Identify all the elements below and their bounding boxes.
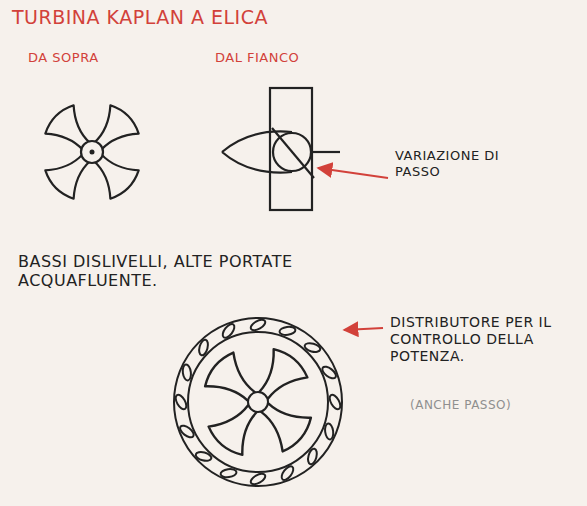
guide-vane: [174, 393, 189, 411]
guide-vane: [220, 322, 236, 340]
guide-vane: [324, 423, 334, 440]
title: TURBINA KAPLAN A ELICA: [12, 6, 472, 29]
guide-vane: [307, 448, 319, 466]
distributor-view: [174, 318, 343, 487]
guide-vane: [249, 318, 267, 333]
side-view-propeller: [222, 88, 340, 210]
guide-vane: [195, 451, 213, 463]
guide-vane: [279, 326, 296, 336]
pitch-arrow: [318, 168, 388, 178]
distributor-arrow: [344, 328, 383, 330]
guide-vane: [320, 364, 338, 380]
top-view-propeller: [42, 102, 142, 202]
callout-label: DISTRIBUTORE PER IL CONTROLLO DELLA POTE…: [390, 314, 575, 364]
guide-vane: [328, 393, 343, 411]
guide-vane: [178, 423, 196, 439]
guide-vane: [304, 342, 322, 354]
guide-vane: [182, 364, 192, 381]
note: (ANCHE PASSO): [410, 398, 560, 412]
guide-vane: [198, 339, 210, 357]
view-label: DAL FIANCO: [215, 50, 365, 66]
guide-vane: [249, 472, 267, 487]
note: BASSI DISLIVELLI, ALTE PORTATE ACQUAFLUE…: [18, 252, 348, 290]
view-label: DA SOPRA: [28, 50, 178, 66]
guide-vane: [220, 468, 237, 478]
callout-label: VARIAZIONE DI PASSO: [395, 148, 525, 179]
guide-vane: [279, 464, 295, 482]
